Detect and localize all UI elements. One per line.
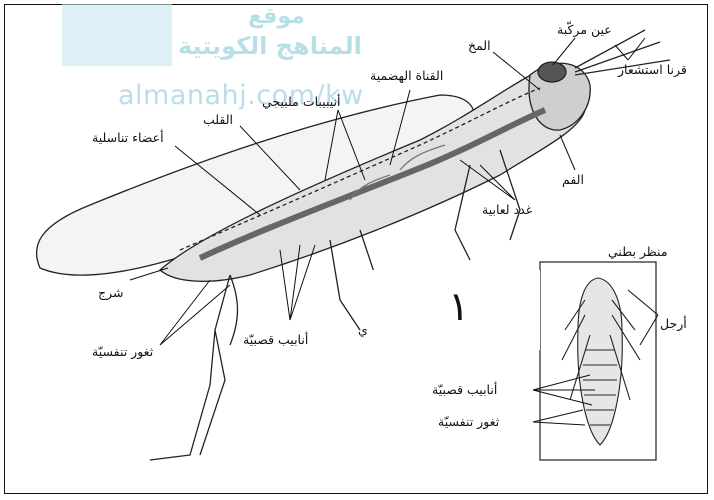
label-anus: شرج xyxy=(98,287,123,300)
label-digestive-canal: القناة الهضمية xyxy=(370,70,443,83)
leader-inset-spiracles xyxy=(533,410,585,425)
label-inset-tracheae: أنابيب قصبيّة xyxy=(432,384,497,397)
leader-anus xyxy=(130,268,168,280)
label-tracheae: أنابيب قصبيّة xyxy=(243,334,308,347)
label-reproductive-organs: أعضاء تناسلية xyxy=(92,132,164,145)
inset-body xyxy=(578,278,623,445)
label-antennae: قرنا استشعار xyxy=(618,64,687,77)
label-partial: ي xyxy=(358,324,368,337)
compound-eye-shape xyxy=(538,62,566,82)
label-spiracles: ثغور تنفسيّة xyxy=(92,346,153,359)
label-salivary-glands: غدد لعابية xyxy=(482,204,532,217)
hind-leg xyxy=(150,275,230,460)
leader-inset-legs xyxy=(628,290,658,345)
label-ventral-view: منظر بطني xyxy=(608,246,668,259)
label-legs: أرجل xyxy=(660,318,687,331)
label-heart: القلب xyxy=(203,114,233,127)
label-compound-eye: عين مركّبة xyxy=(557,24,612,37)
label-inset-spiracles: ثغور تنفسيّة xyxy=(438,416,499,429)
hind-leg-thigh xyxy=(230,275,238,345)
label-brain: المخ xyxy=(468,40,491,53)
label-mouth: الفم xyxy=(562,174,584,187)
leader-mouth xyxy=(560,135,575,170)
page-number: ١ xyxy=(448,284,469,330)
leader-compound-eye xyxy=(553,38,575,65)
label-malpighian-tubules: أنيبيبات ملبيجي xyxy=(262,96,340,109)
